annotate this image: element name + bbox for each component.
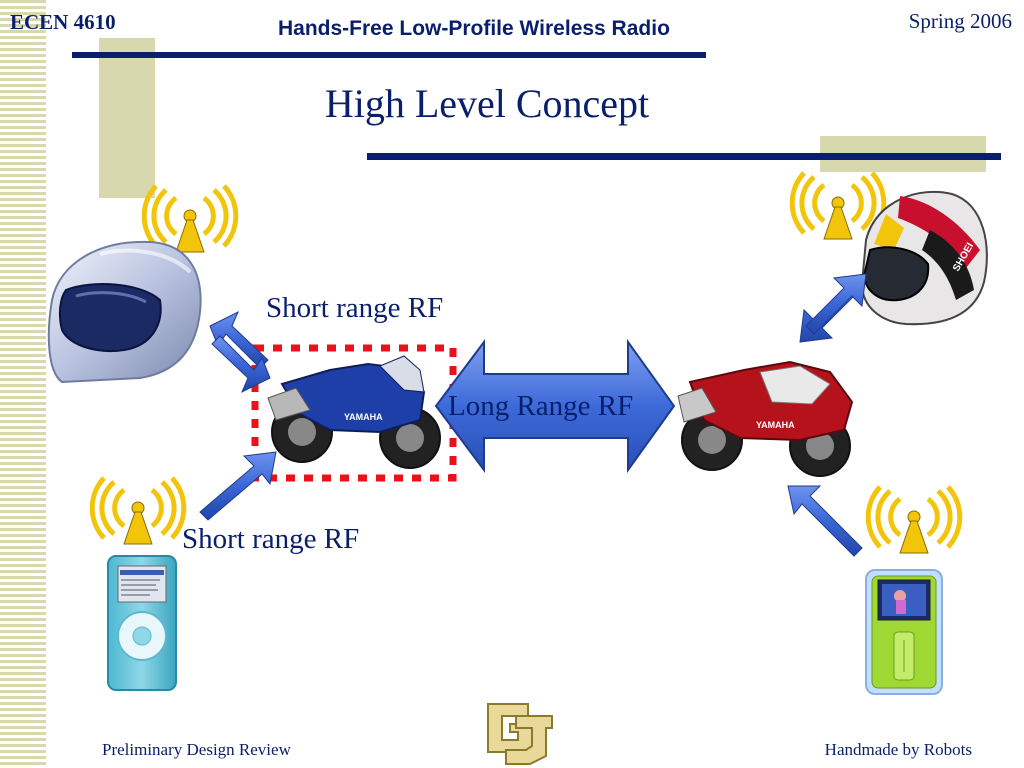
dotted-selection-box: [251, 344, 457, 482]
helmet-silver-icon: [47, 240, 202, 384]
arrow-helmet-to-bike: [209, 310, 271, 394]
header-decoration: [72, 38, 1001, 198]
decorative-stripes: [0, 0, 46, 768]
bike-right-brand-label: YAMAHA: [756, 420, 795, 430]
antenna-icon-bottom-right: [865, 485, 963, 554]
slide-title: High Level Concept: [324, 81, 650, 126]
semester-label: Spring 2006: [908, 9, 1012, 33]
header-title: Hands-Free Low-Profile Wireless Radio: [278, 17, 670, 40]
long-range-rf-label: Long Range RF: [448, 390, 634, 422]
arrow-helmet-right-to-bike: [799, 273, 867, 343]
ipod-mini-icon: [107, 555, 177, 691]
long-range-double-arrow: [434, 338, 676, 474]
antenna-icon-top-left: [141, 184, 239, 253]
course-code: ECEN 4610: [10, 10, 116, 34]
motorcycle-blue-icon: YAMAHA: [267, 355, 441, 469]
media-player-icon: [865, 569, 943, 695]
title-rule: [367, 153, 1001, 160]
bike-left-brand-label: YAMAHA: [344, 412, 383, 422]
short-range-rf-bottom-label: Short range RF: [182, 523, 360, 555]
arrow-ipod-to-bike: [199, 451, 277, 521]
arrow-player-to-bike: [787, 485, 863, 557]
university-logo: [487, 703, 553, 765]
motorcycle-red-icon: YAMAHA: [677, 360, 854, 477]
footer-right: Handmade by Robots: [824, 740, 972, 759]
header-rule: [72, 52, 706, 58]
antenna-icon-bottom-left: [89, 476, 187, 545]
short-range-rf-top-label: Short range RF: [266, 292, 444, 324]
khaki-block-left: [99, 38, 155, 198]
helmet-shoei-icon: SHOEI: [860, 190, 988, 326]
footer-left: Preliminary Design Review: [102, 740, 291, 759]
